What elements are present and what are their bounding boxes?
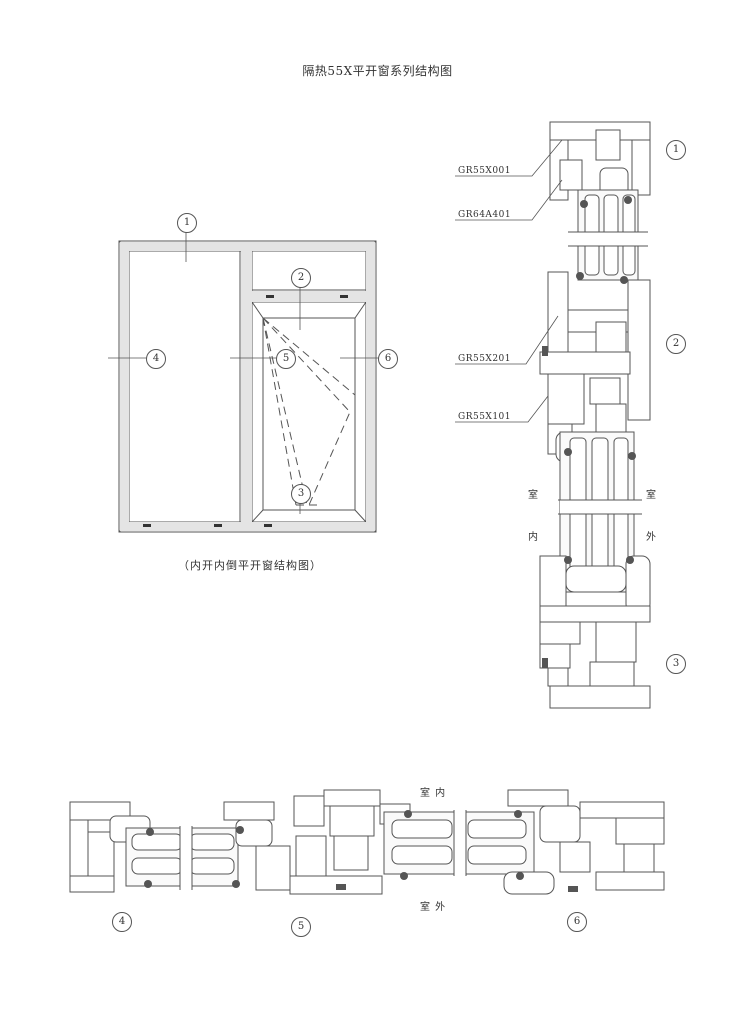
profile-code-gr64a401: GR64A401 bbox=[458, 210, 512, 220]
section-callout-4: 4 bbox=[112, 912, 132, 932]
section-callout-6: 6 bbox=[567, 912, 587, 932]
section-callout-1: 1 bbox=[666, 140, 686, 160]
callout-3: 3 bbox=[291, 484, 311, 504]
indoor-label-1: 室 bbox=[528, 490, 538, 501]
callout-5: 5 bbox=[276, 349, 296, 369]
horizontal-indoor-label: 室 内 bbox=[420, 788, 447, 799]
section-callout-2: 2 bbox=[666, 334, 686, 354]
callout-1: 1 bbox=[177, 213, 197, 233]
indoor-label-2: 内 bbox=[528, 532, 538, 543]
outdoor-label-2: 外 bbox=[646, 532, 656, 543]
outdoor-label-1: 室 bbox=[646, 490, 656, 501]
profile-code-gr55x001: GR55X001 bbox=[458, 166, 512, 176]
section-callout-3: 3 bbox=[666, 654, 686, 674]
callout-6: 6 bbox=[378, 349, 398, 369]
elevation-caption: （内开内倒平开窗结构图） bbox=[178, 559, 322, 572]
profile-code-gr55x101: GR55X101 bbox=[458, 412, 512, 422]
horizontal-outdoor-label: 室 外 bbox=[420, 902, 447, 913]
page-title: 隔热55X平开窗系列结构图 bbox=[302, 64, 453, 78]
profile-code-gr55x201: GR55X201 bbox=[458, 354, 512, 364]
callout-4: 4 bbox=[146, 349, 166, 369]
callout-2: 2 bbox=[291, 268, 311, 288]
section-callout-5: 5 bbox=[291, 917, 311, 937]
